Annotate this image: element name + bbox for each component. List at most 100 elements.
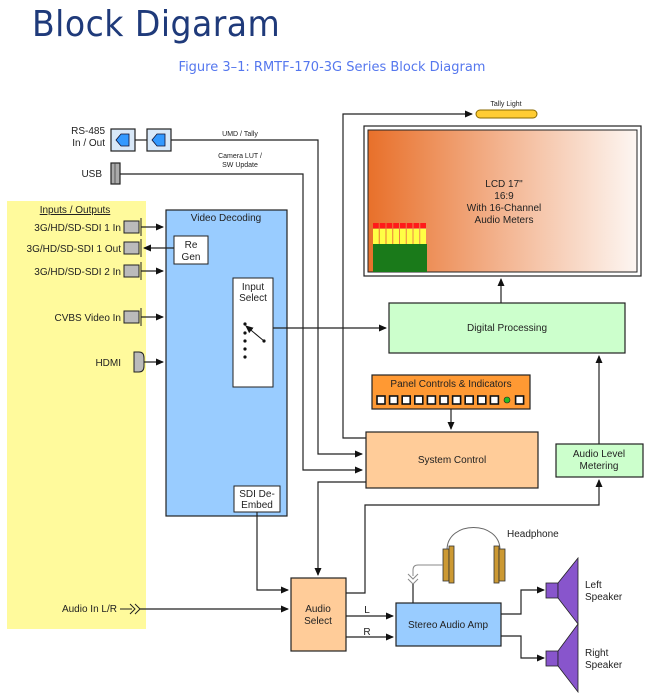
lcd-label-ratio: 16:9 <box>494 191 514 202</box>
meter-bar-yellow <box>400 229 406 244</box>
stereo-audio-amp-block <box>395 602 502 647</box>
bnc-port-icon[interactable] <box>123 239 142 257</box>
meter-bar-yellow <box>413 229 420 244</box>
meter-bar-yellow <box>406 229 413 244</box>
meter-bar-yellow <box>386 229 393 244</box>
rs485-label: RS-485 <box>71 126 105 137</box>
bnc-port-icon[interactable] <box>123 308 142 326</box>
left-speaker-icon <box>545 556 579 626</box>
meter-green-zone <box>373 244 427 272</box>
input-select-sublabel: Select <box>239 293 267 304</box>
hdmi-port-icon[interactable] <box>133 351 145 373</box>
io-label: 3G/HD/SD-SDI 2 In <box>34 267 121 278</box>
io-label: CVBS Video In <box>54 313 121 324</box>
system-control-label: System Control <box>418 455 486 466</box>
input-select-label: Input <box>242 282 264 293</box>
io-panel <box>7 201 146 629</box>
meter-bar-red <box>400 223 406 228</box>
panel-button[interactable] <box>489 395 500 405</box>
panel-controls-label: Panel Controls & Indicators <box>390 379 511 390</box>
wire-audio-select-to-metering <box>346 479 603 594</box>
channel-l-label: L <box>364 605 370 616</box>
io-row: 3G/HD/SD-SDI 2 In <box>34 262 164 280</box>
digital-processing-block <box>388 302 626 354</box>
meter-bar-red <box>386 223 393 228</box>
panel-button[interactable] <box>476 395 487 405</box>
lcd-label-meters: With 16-Channel <box>467 203 541 214</box>
io-label: 3G/HD/SD-SDI 1 Out <box>27 244 122 255</box>
audio-level-metering-block <box>555 443 644 478</box>
indicator-led-icon <box>503 396 511 404</box>
audio-level-sublabel: Metering <box>580 461 619 472</box>
selector-switch-icon <box>243 322 266 359</box>
wire-umd-tally <box>171 139 363 458</box>
audio-in-label: Audio In L/R <box>62 604 117 615</box>
meter-bar-yellow <box>420 229 426 244</box>
meter-bar-red <box>379 223 386 228</box>
panel-button[interactable] <box>464 395 475 405</box>
wire-usb <box>120 173 363 474</box>
io-row: CVBS Video In <box>54 308 164 326</box>
io-panel-title: Inputs / Outputs <box>40 205 111 216</box>
wire-amp-to-right-speaker <box>501 635 545 662</box>
umd-tally-label: UMD / Tally <box>222 131 258 138</box>
right-speaker-sublabel: Speaker <box>585 660 623 671</box>
audio-level-label: Audio Level <box>573 449 625 460</box>
meter-bar-yellow <box>393 229 399 244</box>
bnc-port-icon[interactable] <box>123 262 142 280</box>
rs485-out-port-icon[interactable] <box>146 128 172 152</box>
figure-caption: Figure 3–1: RMTF-170-3G Series Block Dia… <box>178 60 486 75</box>
audio-select-sublabel: Select <box>304 616 332 627</box>
tally-light-icon <box>475 109 538 119</box>
wire-deembed-to-audio-select <box>256 512 289 594</box>
left-speaker-sublabel: Speaker <box>585 592 623 603</box>
panel-button[interactable] <box>426 395 437 405</box>
audio-select-block <box>290 577 347 652</box>
panel-button[interactable] <box>376 395 386 405</box>
right-speaker-icon <box>545 622 579 694</box>
io-label: HDMI <box>95 358 121 369</box>
audio-select-label: Audio <box>305 604 331 615</box>
rs485-in-port-icon[interactable] <box>110 128 136 152</box>
lcd-audio-meters <box>373 223 427 272</box>
camera-lut-sublabel: SW Update <box>222 162 258 169</box>
usb-port-icon[interactable] <box>110 162 121 185</box>
meter-bar-red <box>406 223 413 228</box>
left-speaker-label: Left <box>585 580 602 591</box>
tally-light-label: Tally Light <box>490 101 521 108</box>
io-label: 3G/HD/SD-SDI 1 In <box>34 223 121 234</box>
lcd-display <box>363 125 642 277</box>
sdi-deembed-sublabel: Embed <box>241 500 273 511</box>
meter-bar-yellow <box>373 229 379 244</box>
panel-button[interactable] <box>439 395 449 405</box>
headphone-label: Headphone <box>507 529 559 540</box>
channel-r-label: R <box>363 627 370 638</box>
panel-button[interactable] <box>401 395 412 405</box>
meter-bar-yellow <box>379 229 386 244</box>
io-row: 3G/HD/SD-SDI 1 Out <box>27 239 174 257</box>
wire-tally-light <box>342 110 473 439</box>
io-row: HDMI <box>95 351 164 373</box>
bnc-port-icon[interactable] <box>123 218 142 236</box>
digital-processing-label: Digital Processing <box>467 323 547 334</box>
rs485-sublabel: In / Out <box>72 138 105 149</box>
meter-bar-red <box>393 223 399 228</box>
page-title: Block Digaram <box>32 4 281 45</box>
panel-button[interactable] <box>514 395 525 405</box>
right-speaker-label: Right <box>585 648 609 659</box>
io-row: 3G/HD/SD-SDI 1 In <box>34 218 164 236</box>
usb-label: USB <box>81 169 102 180</box>
stereo-amp-label: Stereo Audio Amp <box>408 620 488 631</box>
meter-bar-red <box>413 223 420 228</box>
headphone-icon <box>407 527 506 585</box>
panel-button[interactable] <box>388 395 399 405</box>
panel-button[interactable] <box>413 395 424 405</box>
lcd-label-audio: Audio Meters <box>475 215 534 226</box>
wire-amp-to-left-speaker <box>501 586 545 615</box>
system-control-block <box>365 431 539 489</box>
meter-bar-red <box>373 223 379 228</box>
meter-bar-red <box>420 223 426 228</box>
sdi-deembed-block <box>233 485 281 513</box>
panel-button[interactable] <box>451 395 462 405</box>
